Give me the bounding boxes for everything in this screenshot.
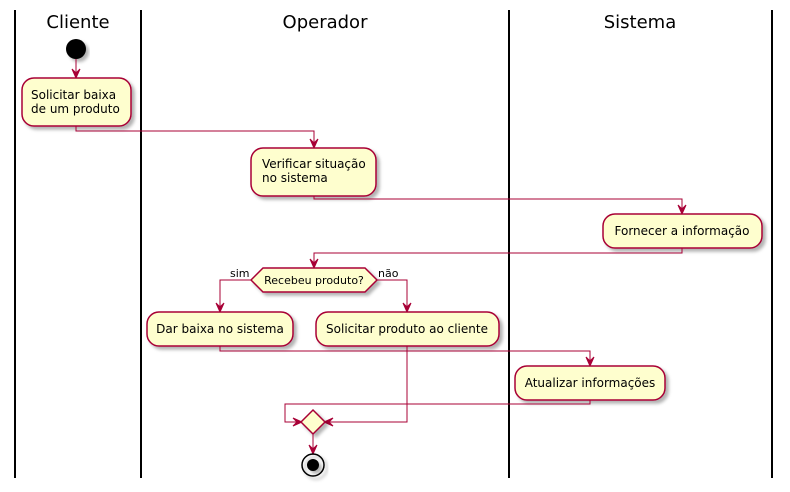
- edge-decision-to-dar-baixa: [215, 279, 251, 314]
- edge-solicitar-baixa-to-verificar: [75, 126, 319, 150]
- edge-start-to-solicitar-baixa: [71, 59, 81, 80]
- activity-verificar-situacao: Verificar situação no sistema: [250, 147, 377, 197]
- edge-verificar-to-fornecer: [313, 196, 687, 216]
- svg-text:Dar baixa no sistema: Dar baixa no sistema: [156, 322, 284, 336]
- end-node: [301, 453, 325, 477]
- lane-title-sistema: Sistema: [604, 12, 677, 33]
- activity-fornecer-informacao: Fornecer a informação: [602, 213, 763, 249]
- edge-fornecer-to-decision: [309, 248, 683, 270]
- start-node: [66, 39, 86, 59]
- svg-text:Atualizar informações: Atualizar informações: [525, 376, 656, 390]
- lane-title-cliente: Cliente: [46, 12, 109, 33]
- svg-text:Fornecer a informação: Fornecer a informação: [615, 224, 750, 238]
- svg-text:Solicitar baixa: Solicitar baixa: [31, 88, 116, 102]
- edge-dar-baixa-to-atualizar: [219, 346, 595, 368]
- svg-text:Recebeu produto?: Recebeu produto?: [264, 274, 364, 287]
- activity-solicitar-produto: Solicitar produto ao cliente: [315, 311, 500, 347]
- edge-solicitar-produto-to-merge: [322, 346, 408, 427]
- svg-text:Solicitar produto ao cliente: Solicitar produto ao cliente: [326, 322, 488, 336]
- svg-text:Verificar situação: Verificar situação: [262, 157, 366, 171]
- edge-decision-to-solicitar-produto: [377, 279, 412, 314]
- activity-solicitar-baixa: Solicitar baixa de um produto: [21, 77, 132, 127]
- svg-text:de um produto: de um produto: [31, 102, 120, 116]
- branch-label-sim: sim: [230, 267, 250, 280]
- edge-merge-to-end: [308, 434, 318, 456]
- lane-title-operador: Operador: [283, 12, 369, 33]
- merge-node: [299, 408, 327, 436]
- activity-dar-baixa: Dar baixa no sistema: [146, 311, 294, 347]
- branch-label-nao: não: [378, 267, 399, 280]
- decision-recebeu-produto: Recebeu produto?: [249, 267, 379, 293]
- edge-atualizar-to-merge: [284, 400, 591, 427]
- svg-text:no sistema: no sistema: [262, 171, 328, 185]
- activity-atualizar-informacoes: Atualizar informações: [514, 365, 666, 401]
